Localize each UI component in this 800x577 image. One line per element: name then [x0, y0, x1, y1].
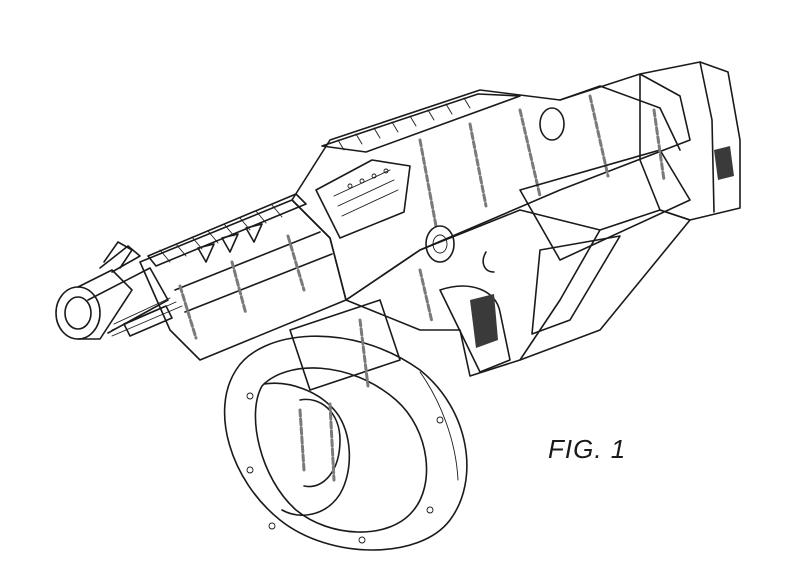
- drum-magazine: [223, 299, 468, 551]
- upper-receiver: [291, 73, 691, 301]
- muzzle: [55, 245, 169, 340]
- stock: [519, 61, 741, 261]
- lower-receiver-grip: [345, 209, 691, 377]
- front-sight: [103, 241, 173, 337]
- figure-label: FIG. 1: [548, 434, 627, 464]
